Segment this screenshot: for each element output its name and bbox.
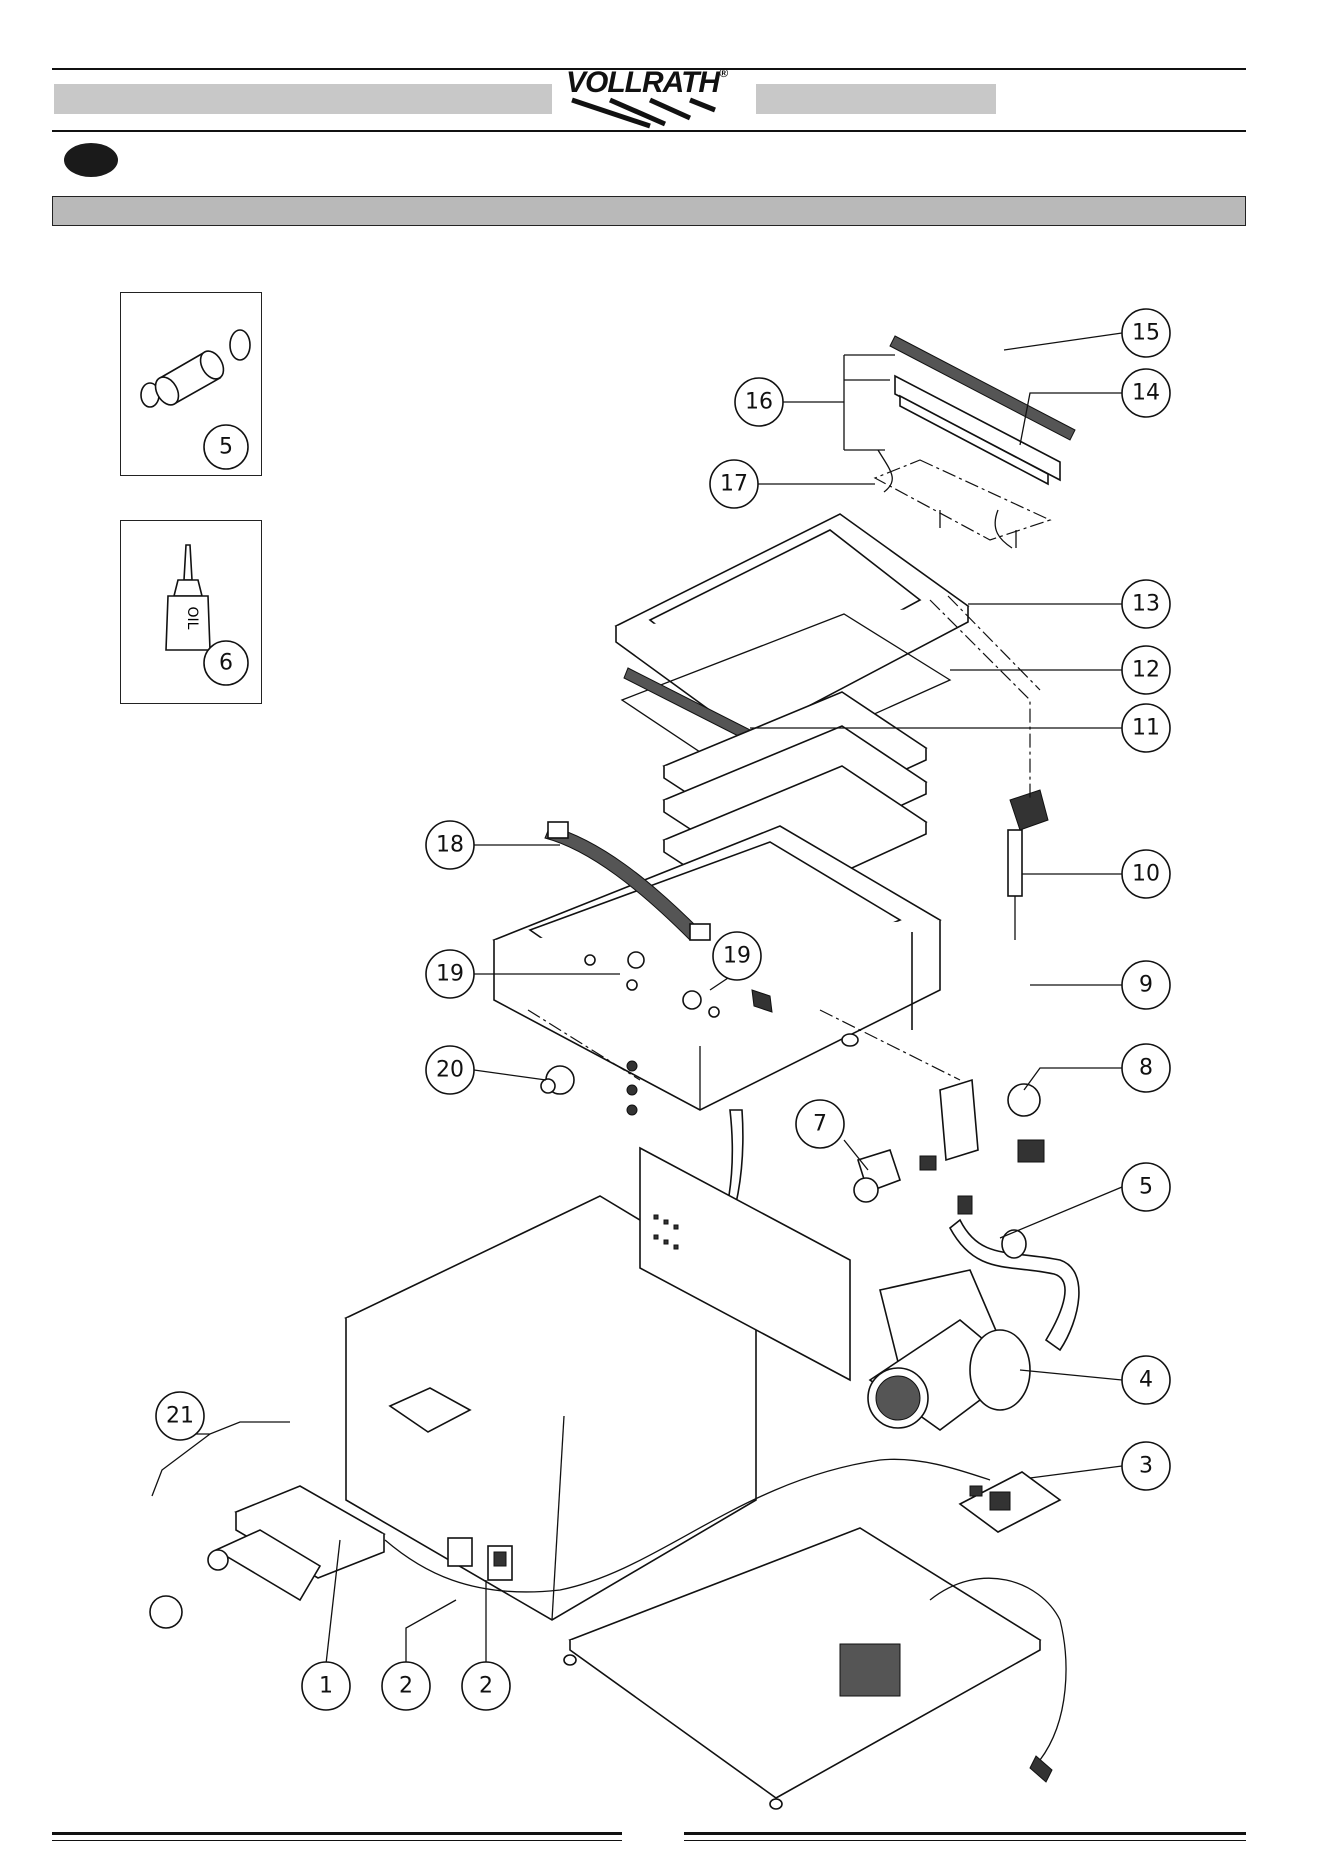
vacuum-pump — [868, 1270, 1030, 1430]
callout-9: 9 — [1122, 961, 1170, 1009]
svg-text:4: 4 — [1139, 1368, 1153, 1393]
callout-21: 21 — [156, 1392, 204, 1440]
svg-text:5: 5 — [1139, 1175, 1153, 1200]
callout-2-right: 2 — [462, 1662, 510, 1710]
svg-text:11: 11 — [1132, 716, 1160, 741]
callout-14: 14 — [1122, 369, 1170, 417]
chamber-lid — [616, 514, 968, 738]
svg-text:16: 16 — [745, 390, 773, 415]
callout-10: 10 — [1122, 850, 1170, 898]
callout-12: 12 — [1122, 646, 1170, 694]
plug — [1030, 1756, 1052, 1782]
callout-19-left: 19 — [426, 950, 474, 998]
callout-17: 17 — [710, 460, 758, 508]
oil-bottle: OIL — [166, 545, 210, 650]
callout-3: 3 — [1122, 1442, 1170, 1490]
svg-text:3: 3 — [1139, 1454, 1153, 1479]
machine-housing — [346, 1148, 850, 1620]
svg-text:1: 1 — [319, 1674, 333, 1699]
callout-8: 8 — [1122, 1044, 1170, 1092]
control-board — [960, 1472, 1060, 1532]
oil-bottle-label: OIL — [184, 607, 200, 630]
callout-4: 4 — [1122, 1356, 1170, 1404]
svg-text:7: 7 — [813, 1112, 827, 1137]
callout-15: 15 — [1122, 309, 1170, 357]
callout-11: 11 — [1122, 704, 1170, 752]
inline-filter — [1002, 1230, 1026, 1258]
callout-19-right: 19 — [713, 932, 761, 980]
control-panel — [150, 1486, 384, 1628]
svg-text:10: 10 — [1132, 862, 1160, 887]
callout-6-inset: 6 — [204, 641, 248, 685]
svg-text:13: 13 — [1132, 592, 1160, 617]
callout-2-left: 2 — [382, 1662, 430, 1710]
svg-text:19: 19 — [723, 944, 751, 969]
svg-text:17: 17 — [720, 472, 748, 497]
callout-7: 7 — [796, 1100, 844, 1148]
callout-18: 18 — [426, 821, 474, 869]
filter-cartridge — [141, 330, 250, 409]
svg-text:5: 5 — [219, 435, 233, 460]
svg-text:21: 21 — [166, 1404, 194, 1429]
svg-text:8: 8 — [1139, 1056, 1153, 1081]
callout-1: 1 — [302, 1662, 350, 1710]
seal-bar-assembly — [875, 336, 1075, 548]
svg-text:19: 19 — [436, 962, 464, 987]
svg-text:6: 6 — [219, 651, 233, 676]
svg-text:2: 2 — [479, 1674, 493, 1699]
svg-text:9: 9 — [1139, 973, 1153, 998]
callout-5-inset: 5 — [204, 425, 248, 469]
svg-text:2: 2 — [399, 1674, 413, 1699]
solenoid-valve — [854, 1080, 1044, 1214]
callout-16: 16 — [735, 378, 783, 426]
svg-text:12: 12 — [1132, 658, 1160, 683]
callout-13: 13 — [1122, 580, 1170, 628]
callout-20: 20 — [426, 1046, 474, 1094]
callout-5: 5 — [1122, 1163, 1170, 1211]
svg-text:15: 15 — [1132, 321, 1160, 346]
svg-text:20: 20 — [436, 1058, 464, 1083]
svg-text:18: 18 — [436, 833, 464, 858]
svg-text:14: 14 — [1132, 381, 1160, 406]
gas-spring-and-hinge — [930, 596, 1048, 940]
